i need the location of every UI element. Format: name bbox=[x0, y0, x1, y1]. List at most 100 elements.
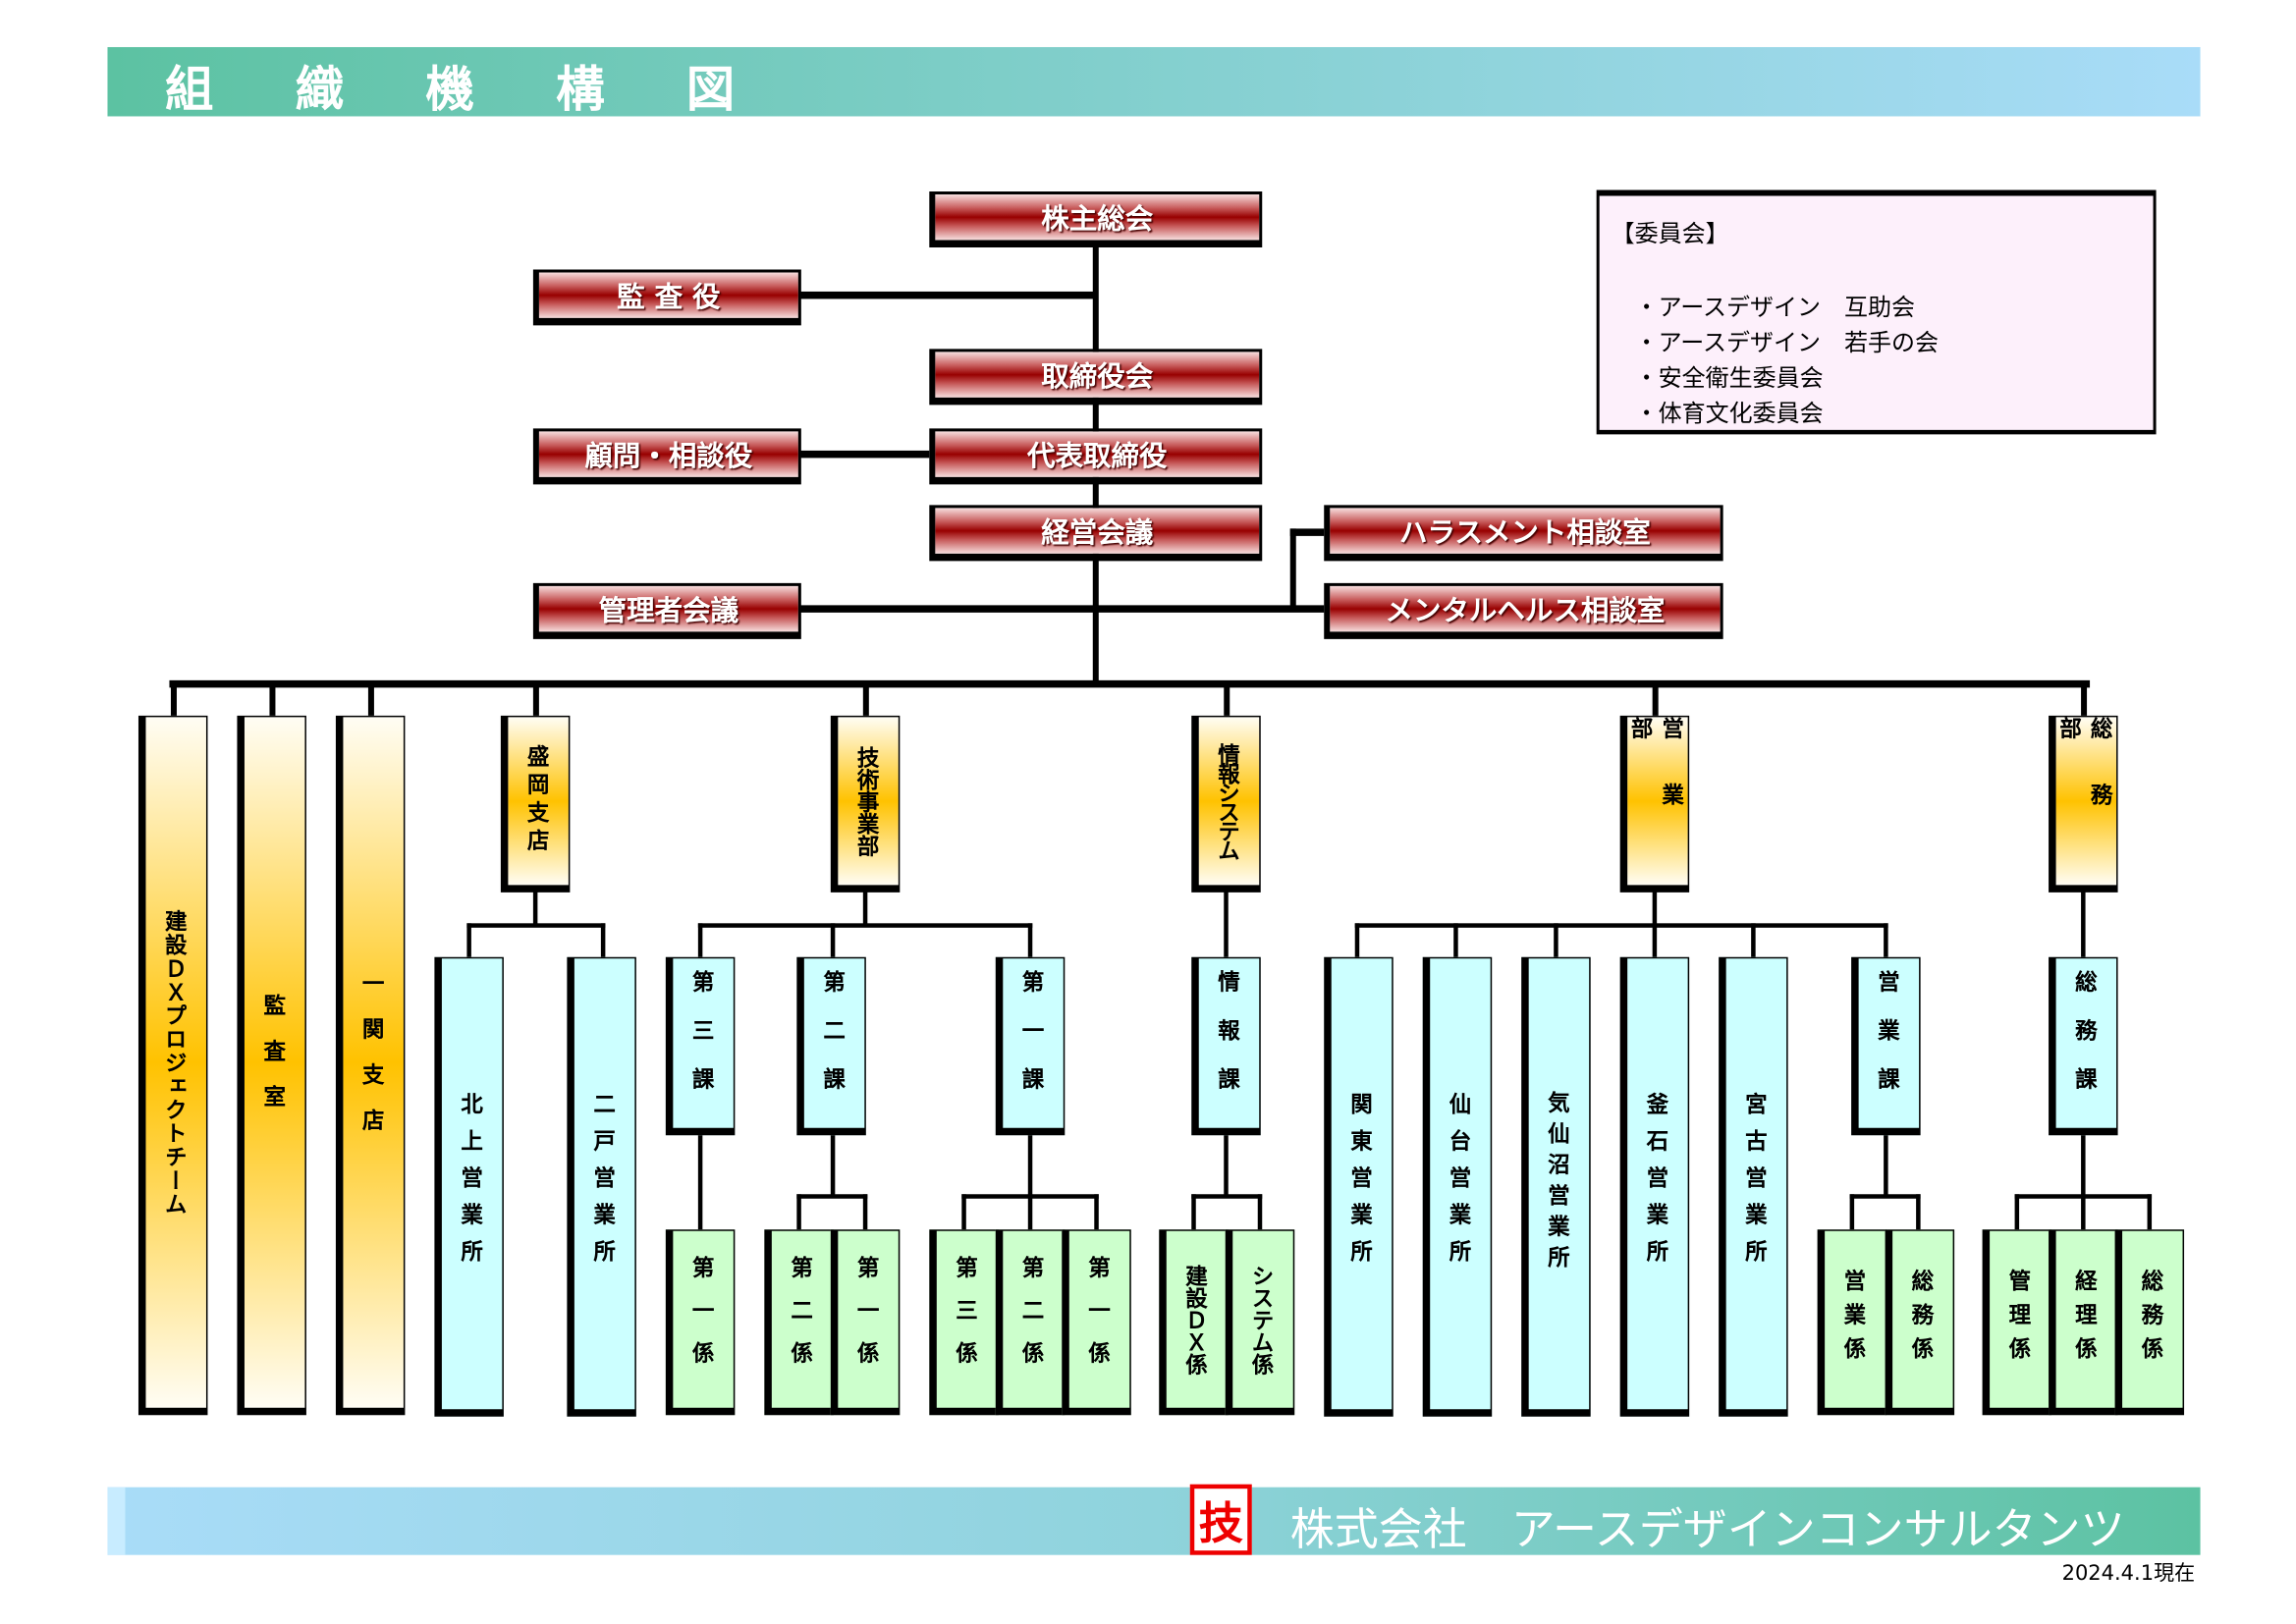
connector-line bbox=[1027, 923, 1033, 957]
connector-line bbox=[1224, 682, 1230, 716]
connector-line bbox=[1289, 528, 1296, 612]
section-2-box: 第二課 bbox=[796, 956, 866, 1136]
morioka-branch-label: 盛岡支店 bbox=[523, 744, 551, 857]
connector-line bbox=[1354, 923, 1360, 957]
unit-2-1-box: 第一係 bbox=[830, 1229, 901, 1416]
connector-line bbox=[796, 1194, 868, 1199]
sendai-office-box: 仙台営業所 bbox=[1422, 956, 1493, 1417]
audit-office-box: 監査室 bbox=[237, 715, 306, 1416]
kamaishi-office-label: 釜石営業所 bbox=[1643, 1092, 1670, 1276]
committee-heading: 【委員会】 bbox=[1611, 219, 1729, 247]
connector-line bbox=[1224, 1133, 1229, 1198]
dx-unit-box: 建設ＤＸ係 bbox=[1159, 1229, 1229, 1416]
connector-line bbox=[697, 923, 703, 957]
connector-line bbox=[862, 1194, 868, 1230]
connector-line bbox=[532, 682, 539, 716]
as-of-date: 2024.4.1現在 bbox=[2061, 1562, 2196, 1587]
general-unit-box: 総務係 bbox=[2114, 1229, 2185, 1416]
connector-line bbox=[799, 605, 1325, 613]
dx-team-label: 建設ＤＸプロジェクトチーム bbox=[161, 909, 189, 1217]
connector-line bbox=[2081, 1194, 2086, 1230]
footer-bar bbox=[107, 1487, 2201, 1555]
connector-line bbox=[1554, 923, 1558, 957]
mental-health-consultation-box: メンタルヘルス相談室 bbox=[1324, 582, 1723, 639]
miyako-office-label: 宮古営業所 bbox=[1742, 1092, 1770, 1276]
sales-unit-label: 営業係 bbox=[1840, 1268, 1868, 1371]
connector-line bbox=[269, 682, 276, 716]
connector-line bbox=[1191, 1194, 1196, 1230]
dx-unit-label: 建設ＤＸ係 bbox=[1182, 1264, 1210, 1375]
committee-item: ・安全衛生委員会 bbox=[1634, 363, 1824, 392]
footer-strip bbox=[107, 1487, 126, 1555]
general-affairs-division-box: 総務部 bbox=[2049, 715, 2118, 893]
info-section-label: 情報課 bbox=[1215, 970, 1242, 1116]
connector-line bbox=[796, 1194, 801, 1230]
section-1-box: 第一課 bbox=[995, 956, 1066, 1136]
accounting-unit-box: 経理係 bbox=[2049, 1229, 2118, 1416]
section-3-box: 第三課 bbox=[665, 956, 736, 1136]
kitakami-office-box: 北上営業所 bbox=[434, 956, 504, 1417]
connector-line bbox=[1652, 889, 1658, 927]
title-bar bbox=[107, 46, 2201, 117]
connector-line bbox=[1652, 682, 1659, 716]
kesennuma-office-label: 気仙沼営業所 bbox=[1545, 1091, 1572, 1277]
management-unit-box: 管理係 bbox=[1982, 1229, 2052, 1416]
management-unit-label: 管理係 bbox=[2005, 1268, 2033, 1371]
connector-line bbox=[862, 682, 869, 716]
sales-section-label: 営業課 bbox=[1875, 970, 1902, 1116]
management-meeting-box: 経営会議 bbox=[929, 505, 1263, 562]
connector-line bbox=[2147, 1194, 2153, 1230]
info-system-division-label: 情報システム bbox=[1215, 743, 1242, 859]
company-logo: 技 bbox=[1189, 1484, 1252, 1555]
general-affairs-section-label: 総務課 bbox=[2072, 970, 2100, 1116]
connector-line bbox=[1916, 1194, 1921, 1230]
connector-line bbox=[961, 1194, 966, 1230]
kamaishi-office-box: 釜石営業所 bbox=[1619, 956, 1690, 1417]
connector-line bbox=[1027, 1133, 1033, 1198]
engineering-division-box: 技術事業部 bbox=[830, 715, 901, 893]
committee-item: ・体育文化委員会 bbox=[1634, 399, 1824, 427]
connector-line bbox=[2081, 1133, 2086, 1198]
unit-2-1-label: 第一係 bbox=[853, 1255, 881, 1383]
section-1-label: 第一課 bbox=[1018, 970, 1046, 1116]
managers-meeting-box: 管理者会議 bbox=[532, 582, 801, 639]
connector-line bbox=[367, 682, 374, 716]
general-affairs-division-label: 総務部 bbox=[2056, 717, 2114, 850]
sales-section-box: 営業課 bbox=[1851, 956, 1921, 1136]
connector-line bbox=[466, 923, 606, 928]
sales-division-box: 営業部 bbox=[1619, 715, 1690, 893]
connector-line bbox=[466, 923, 471, 957]
connector-line bbox=[600, 923, 606, 957]
connector-line bbox=[169, 679, 2091, 688]
unit-1-3-label: 第三係 bbox=[953, 1255, 980, 1383]
connector-line bbox=[697, 1133, 703, 1230]
connector-line bbox=[1453, 923, 1458, 957]
connector-line bbox=[862, 889, 868, 927]
unit-3-1-label: 第一係 bbox=[688, 1255, 716, 1383]
accounting-unit-label: 経理係 bbox=[2072, 1268, 2100, 1371]
unit-2-2-label: 第二係 bbox=[788, 1255, 815, 1383]
shareholders-meeting-box: 株主総会 bbox=[929, 190, 1263, 247]
section-2-label: 第二課 bbox=[820, 970, 847, 1116]
section-3-label: 第三課 bbox=[688, 970, 716, 1116]
connector-line bbox=[1257, 1194, 1263, 1230]
unit-1-1-label: 第一係 bbox=[1085, 1255, 1113, 1383]
connector-line bbox=[1191, 1194, 1263, 1199]
company-name: 株式会社 アースデザインコンサルタンツ bbox=[1289, 1504, 2125, 1557]
connector-line bbox=[799, 291, 1096, 299]
connector-line bbox=[170, 682, 177, 716]
unit-1-3-box: 第三係 bbox=[929, 1229, 999, 1416]
connector-line bbox=[697, 923, 1033, 928]
unit-1-2-label: 第二係 bbox=[1018, 1255, 1046, 1383]
connector-line bbox=[1289, 528, 1325, 536]
committee-item: ・アースデザイン 若手の会 bbox=[1634, 328, 1939, 356]
ninohe-office-box: 二戸営業所 bbox=[567, 956, 636, 1417]
committee-item: ・アースデザイン 互助会 bbox=[1634, 293, 1915, 321]
kesennuma-office-box: 気仙沼営業所 bbox=[1521, 956, 1591, 1417]
auditor-box: 監 査 役 bbox=[532, 269, 801, 326]
connector-line bbox=[1027, 1194, 1033, 1230]
info-section-box: 情報課 bbox=[1191, 956, 1261, 1136]
connector-line bbox=[2081, 682, 2088, 716]
dx-team-box: 建設ＤＸプロジェクトチーム bbox=[137, 715, 208, 1416]
connector-line bbox=[1884, 923, 1888, 957]
